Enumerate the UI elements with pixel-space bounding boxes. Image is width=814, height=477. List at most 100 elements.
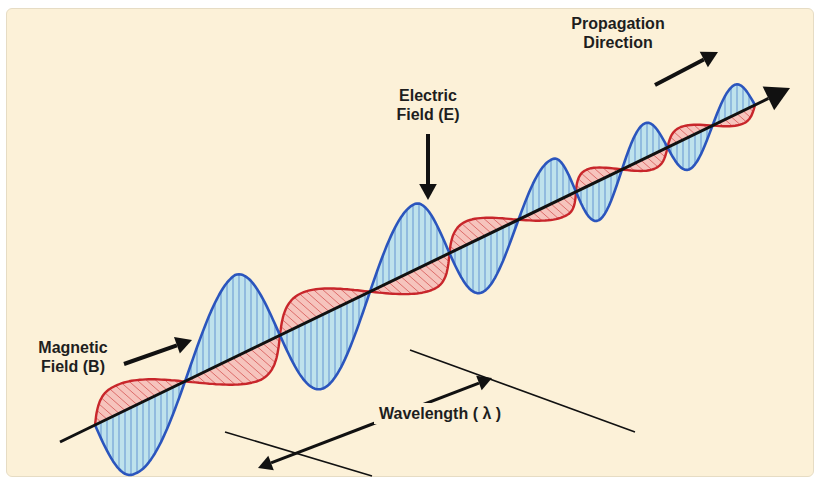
electric-hatch bbox=[221, 292, 222, 364]
magnetic-hatch bbox=[395, 280, 411, 294]
magnetic-hatch bbox=[313, 290, 335, 309]
electric-hatch bbox=[563, 165, 564, 198]
electric-hatch bbox=[353, 300, 354, 340]
magnetic-hatch bbox=[457, 228, 473, 242]
electric-wave bbox=[95, 84, 755, 475]
magnetic-hatch bbox=[146, 379, 161, 393]
electric-hatch bbox=[305, 323, 306, 381]
electric-hatch bbox=[605, 178, 606, 214]
magnetic-hatch bbox=[468, 221, 485, 236]
electric-hatch bbox=[107, 419, 108, 451]
electric-hatch bbox=[593, 184, 594, 221]
electric-hatch bbox=[731, 88, 732, 117]
magnetic-hatch bbox=[284, 313, 299, 326]
field-label: Propagation Direction bbox=[562, 14, 674, 52]
electric-hatch bbox=[293, 329, 294, 363]
magnetic-hatch bbox=[221, 364, 244, 384]
electric-hatch bbox=[497, 230, 498, 274]
dimension-label: Wavelength ( λ ) bbox=[374, 403, 506, 424]
magnetic-hatch bbox=[563, 198, 574, 207]
electric-hatch bbox=[551, 160, 552, 204]
electric-hatch bbox=[689, 137, 690, 169]
propagation-axis-head bbox=[763, 87, 790, 111]
electric-hatch bbox=[131, 408, 132, 475]
electric-fill bbox=[95, 84, 755, 475]
magnetic-hatch bbox=[674, 132, 683, 140]
electric-hatch bbox=[335, 309, 336, 378]
electric-hatch bbox=[155, 396, 156, 453]
electric-hatch bbox=[299, 326, 300, 373]
magnetic-hatch bbox=[209, 370, 226, 385]
electric-hatch bbox=[263, 299, 264, 343]
electric-hatch bbox=[467, 245, 468, 286]
electric-hatch bbox=[209, 316, 210, 370]
magnetic-hatch bbox=[331, 288, 347, 302]
electric-hatch bbox=[113, 416, 114, 461]
magnetic-pointer-head bbox=[174, 337, 192, 354]
propagation-pointer bbox=[655, 59, 704, 85]
electric-curve bbox=[95, 84, 755, 475]
electric-hatch bbox=[587, 186, 588, 214]
magnetic-hatch bbox=[251, 349, 273, 368]
electric-hatch bbox=[557, 159, 558, 201]
magnetic-hatch bbox=[290, 302, 311, 320]
electric-hatch bbox=[239, 274, 240, 355]
electric-hatch bbox=[149, 399, 150, 462]
magnetic-hatch bbox=[300, 294, 323, 315]
dimension-arrow bbox=[271, 423, 375, 463]
electric-hatch bbox=[119, 413, 120, 469]
magnetic-hatch bbox=[679, 128, 689, 137]
electric-hatch bbox=[479, 239, 480, 293]
electric-hatch bbox=[641, 126, 642, 160]
electric-hatch bbox=[245, 276, 246, 352]
electric-hatch bbox=[329, 312, 330, 385]
electric-hatch bbox=[395, 228, 396, 280]
electric-pointer-head bbox=[419, 184, 437, 200]
dimension-arrow-head bbox=[258, 456, 274, 470]
electric-hatch bbox=[635, 135, 636, 163]
electric-hatch bbox=[503, 227, 504, 261]
magnetic-hatch bbox=[282, 320, 293, 329]
magnetic-hatch bbox=[306, 291, 329, 311]
propagation-pointer-head bbox=[700, 52, 718, 68]
magnetic-hatch bbox=[425, 265, 443, 281]
magnetic-hatch bbox=[137, 380, 155, 396]
magnetic-hatch bbox=[685, 126, 695, 134]
electric-hatch bbox=[473, 242, 474, 292]
magnetic-hatch bbox=[737, 114, 746, 122]
magnetic-hatch bbox=[407, 274, 427, 292]
magnetic-hatch bbox=[129, 381, 149, 399]
electric-hatch bbox=[653, 125, 654, 154]
electric-hatch bbox=[647, 123, 648, 158]
magnetic-hatch bbox=[155, 379, 167, 390]
electric-hatch bbox=[269, 311, 270, 341]
magnetic-hatch bbox=[475, 219, 491, 233]
electric-hatch bbox=[341, 306, 342, 368]
electric-hatch bbox=[491, 233, 492, 284]
magnetic-hatch bbox=[101, 398, 119, 413]
electric-hatch bbox=[683, 140, 684, 169]
electric-hatch bbox=[485, 236, 486, 291]
electric-hatch bbox=[215, 303, 216, 367]
magnetic-hatch bbox=[215, 367, 235, 385]
electric-pointer bbox=[426, 134, 430, 184]
magnetic-hatch bbox=[105, 393, 125, 411]
magnetic-hatch bbox=[452, 239, 461, 247]
magnetic-hatch bbox=[462, 224, 479, 239]
electric-hatch bbox=[737, 84, 738, 113]
magnetic-hatch bbox=[437, 259, 448, 268]
electric-hatch bbox=[233, 277, 234, 359]
electric-hatch bbox=[539, 173, 540, 210]
magnetic-hatch bbox=[594, 168, 605, 178]
electric-hatch bbox=[347, 303, 348, 355]
electric-hatch bbox=[599, 181, 600, 221]
magnetic-hatch bbox=[322, 289, 341, 306]
electric-hatch bbox=[431, 215, 432, 262]
dimension-arrow-head bbox=[476, 376, 492, 390]
electric-hatch bbox=[437, 226, 438, 260]
magnetic-hatch bbox=[653, 154, 662, 162]
electric-hatch bbox=[743, 87, 744, 111]
electric-hatch bbox=[257, 289, 258, 347]
electric-hatch bbox=[389, 240, 390, 282]
axis-and-arrows bbox=[60, 52, 790, 476]
